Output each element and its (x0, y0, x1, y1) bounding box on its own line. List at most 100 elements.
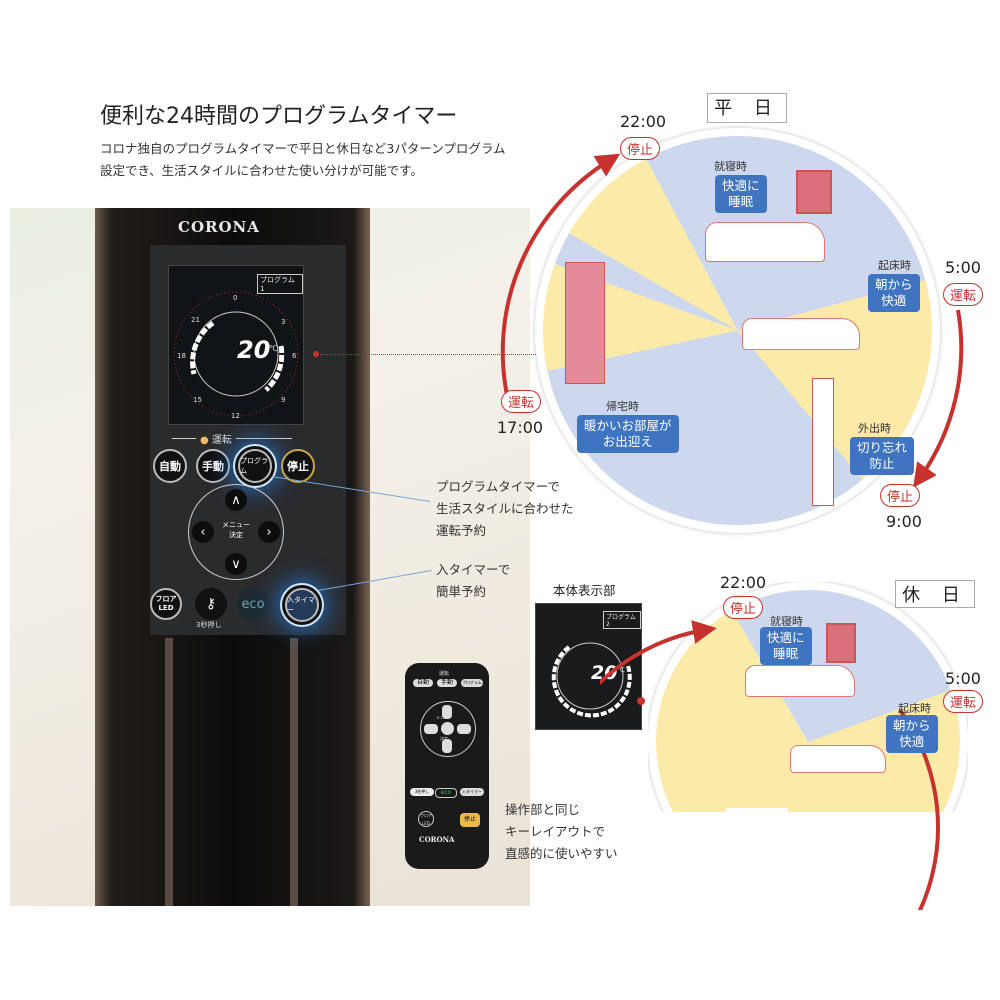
remote-key-button[interactable]: 3秒押し (410, 788, 434, 796)
scene-title: 起床時 (878, 259, 911, 272)
remote-dpad (420, 701, 476, 757)
hour-label: 15 (193, 396, 202, 404)
body-temperature-unit: ℃ (617, 666, 625, 674)
hour-label: 3 (281, 318, 286, 326)
right-arrow-button[interactable]: › (258, 521, 280, 543)
menu-label: メニュー (222, 521, 250, 529)
hour-label: 12 (231, 412, 240, 420)
time-2200: 22:00 (720, 573, 767, 592)
hour-label: 0 (233, 294, 238, 302)
remote-down-button[interactable] (442, 739, 452, 753)
remote-floor-led-button[interactable]: フロアLED (418, 811, 434, 827)
body-display: プログラム2 20 ℃ (535, 603, 642, 730)
page-title: 便利な24時間のプログラムタイマー (100, 104, 458, 129)
hour-label: 21 (191, 316, 200, 324)
weekday-run-arcs (500, 153, 964, 488)
scene-badge: 朝から快適 (868, 274, 920, 312)
scene-badge: 暖かいお部屋がお出迎え (577, 415, 679, 453)
scene-title: 帰宅時 (606, 400, 639, 413)
temperature-unit: ℃ (269, 344, 278, 353)
remote-run-label: 運転 (439, 671, 450, 677)
bed-illustration (790, 745, 886, 773)
temperature-value: 20 (237, 336, 271, 364)
left-arrow-button[interactable]: ‹ (192, 521, 214, 543)
remote-auto-button[interactable]: 自動 (413, 679, 433, 687)
weekday-label: 平 日 (707, 93, 787, 123)
on-timer-button[interactable]: 入タイマー (285, 588, 319, 622)
run-group-label: ● 運転 (196, 431, 236, 446)
unit-display: プログラム 1 0 3 6 9 12 15 18 21 20 ℃ (168, 265, 304, 425)
remote-left-button[interactable] (424, 724, 438, 734)
body-temperature: 20 (591, 662, 618, 684)
callout-line (320, 354, 550, 355)
remote-decide-button[interactable] (441, 722, 454, 735)
remote-eco-button[interactable]: eco (435, 788, 457, 798)
menu-decide-button[interactable]: メニュー決定 (218, 520, 254, 540)
program-indicator: プログラム 1 (257, 274, 303, 294)
run-label: 運転 (211, 435, 232, 446)
decide-label: 決定 (229, 531, 243, 539)
description-line-1: コロナ独自のプログラムタイマーで平日と休日など3パターンプログラム (100, 141, 506, 156)
run-badge: 運転 (943, 283, 984, 306)
time-0500: 5:00 (945, 258, 981, 277)
remote-up-button[interactable] (442, 705, 452, 719)
key-lock-button[interactable]: ⚷ (195, 588, 227, 620)
time-0500: 5:00 (945, 669, 981, 688)
remote-right-button[interactable] (457, 724, 471, 734)
holiday-label: 休 日 (895, 580, 975, 608)
holiday-run-arcs (600, 620, 940, 910)
run-badge: 運転 (501, 390, 542, 413)
timer-note: 入タイマーで簡単予約 (436, 562, 511, 599)
time-0900: 9:00 (886, 512, 922, 531)
scene-title: 就寝時 (770, 615, 803, 628)
remote-timer-button[interactable]: 入タイマー (460, 788, 484, 796)
bed-illustration (705, 222, 825, 262)
time-1700: 17:00 (497, 418, 544, 437)
remote-decide-label: 決定 (440, 736, 448, 741)
run-badge: 運転 (943, 690, 984, 713)
remote-menu-label: メニュー (436, 715, 452, 720)
program-button[interactable]: プログラム (238, 449, 272, 483)
scene-badge: 朝から快適 (886, 715, 938, 753)
hour-label: 6 (292, 352, 297, 360)
scene-title: 外出時 (858, 422, 891, 435)
floor-led-button[interactable]: フロアLED (150, 588, 182, 620)
stop-badge: 停止 (723, 596, 764, 619)
remote-note: 操作部と同じキーレイアウトで直感的に使いやすい (505, 802, 618, 861)
remote-logo: CORONA (419, 835, 455, 844)
window-illustration (796, 170, 832, 214)
auto-button[interactable]: 自動 (153, 449, 187, 483)
key-icon: ⚷ (205, 596, 217, 612)
stop-badge: 停止 (880, 484, 921, 507)
scene-badge: 快適に睡眠 (715, 175, 767, 213)
manual-button[interactable]: 手動 (196, 449, 230, 483)
scene-badge: 切り忘れ防止 (850, 437, 915, 475)
remote-program-button[interactable]: プログラム (461, 679, 483, 687)
scene-badge: 快適に睡眠 (760, 627, 812, 665)
window-illustration (826, 623, 856, 663)
callout-dot (637, 697, 645, 705)
eco-button[interactable]: eco (237, 588, 269, 620)
bed-illustration (745, 665, 855, 697)
body-display-label: 本体表示部 (553, 583, 616, 598)
bed-illustration (742, 318, 860, 350)
hour-label: 18 (177, 352, 186, 360)
remote-manual-button[interactable]: 手動 (437, 679, 457, 687)
brand-logo: CORONA (178, 218, 260, 236)
key-hold-label: 3秒押し (196, 621, 222, 629)
up-arrow-button[interactable]: ∧ (225, 489, 247, 511)
callout-dot (313, 351, 319, 357)
program-note: プログラムタイマーで生活スタイルに合わせた運転予約 (436, 479, 574, 538)
scene-title: 起床時 (898, 702, 931, 715)
door-illustration (565, 262, 605, 384)
remote-control: 運転 自動 手動 プログラム メニュー 決定 3秒押し eco 入タイマー フロ… (405, 663, 489, 869)
hour-label: 9 (281, 396, 286, 404)
remote-stop-button[interactable]: 停止 (460, 813, 480, 827)
down-arrow-button[interactable]: ∨ (225, 553, 247, 575)
time-2200: 22:00 (620, 112, 667, 131)
stop-badge: 停止 (620, 137, 661, 160)
dpad (188, 484, 284, 580)
kitchen-counter-illustration (726, 808, 788, 830)
scene-title: 就寝時 (714, 160, 747, 173)
description-line-2: 設定でき、生活スタイルに合わせた使い分けが可能です。 (100, 163, 423, 178)
